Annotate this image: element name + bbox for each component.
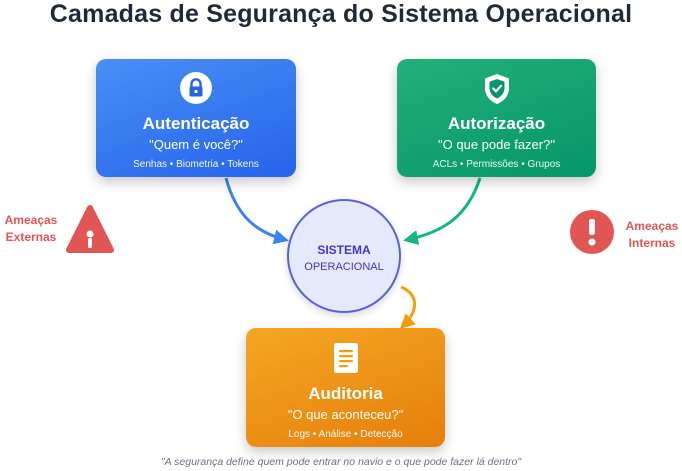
internal-threats-label: Ameaças Internas	[619, 218, 682, 252]
os-to-audit-arrow	[399, 285, 417, 330]
audit-question: "O que aconteceu?"	[287, 407, 404, 422]
exclamation-circle-icon	[570, 210, 614, 254]
authorization-card: Autorização "O que pode fazer?" ACLs • P…	[397, 59, 596, 177]
authentication-items: Senhas • Biometria • Tokens	[133, 159, 259, 170]
lock-icon	[180, 72, 212, 104]
operating-system-node: SISTEMA OPERACIONAL	[287, 199, 401, 313]
audit-items: Logs • Análise • Detecção	[288, 429, 403, 440]
audit-title: Auditoria	[308, 384, 383, 403]
warning-triangle-icon	[66, 205, 114, 253]
os-label-line1: SISTEMA	[317, 243, 371, 257]
external-threats-label: Ameaças Externas	[0, 212, 62, 246]
external-threats-line2: Externas	[5, 230, 57, 244]
authentication-title: Autenticação	[142, 114, 250, 133]
internal-threats-line1: Ameaças	[625, 219, 679, 233]
page-title: Camadas de Segurança do Sistema Operacio…	[49, 0, 633, 28]
external-threats-line1: Ameaças	[4, 213, 58, 227]
authz-to-os-arrow	[403, 177, 482, 245]
authorization-question: "O que pode fazer?"	[438, 137, 555, 152]
authorization-items: ACLs • Permissões • Grupos	[432, 159, 561, 170]
authentication-question: "Quem é você?"	[149, 137, 243, 152]
os-label-line2: OPERACIONAL	[304, 261, 384, 273]
audit-card: Auditoria "O que aconteceu?" Logs • Anál…	[246, 328, 445, 447]
authorization-title: Autorização	[447, 114, 546, 133]
internal-threats-line2: Internas	[628, 236, 676, 250]
auth-to-os-arrow	[224, 177, 289, 245]
authentication-card: Autenticação "Quem é você?" Senhas • Bio…	[96, 59, 296, 177]
document-icon	[333, 343, 358, 373]
footer-caption: "A segurança define quem pode entrar no …	[160, 456, 522, 468]
shield-check-icon	[484, 74, 509, 104]
